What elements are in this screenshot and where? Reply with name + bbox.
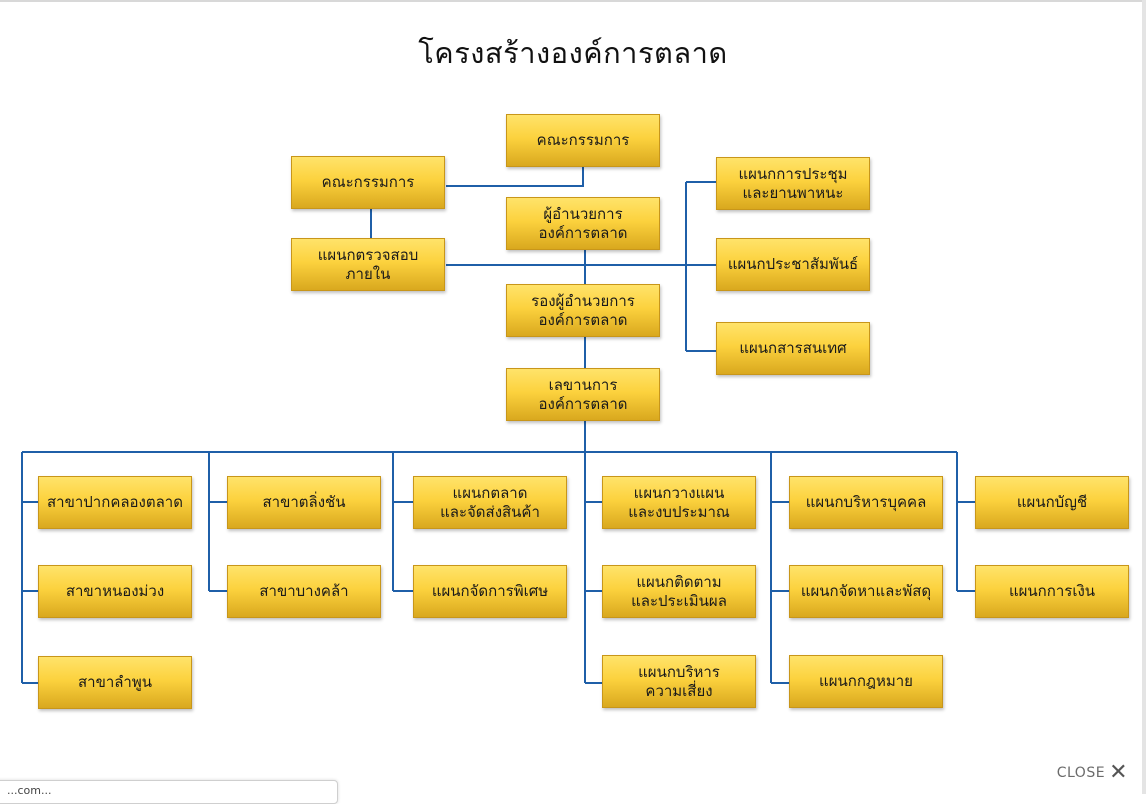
node-procurement[interactable]: แผนกจัดหาและพัสดุ (789, 565, 943, 618)
node-branch-bang-khla[interactable]: สาขาบางคล้า (227, 565, 381, 618)
node-marketing-delivery[interactable]: แผนกตลาด และจัดส่งสินค้า (413, 476, 567, 529)
node-branch-talingchan[interactable]: สาขาตลิ่งชัน (227, 476, 381, 529)
node-branch-pak-khlong[interactable]: สาขาปากคลองตลาด (38, 476, 192, 529)
node-board-left[interactable]: คณะกรรมการ (291, 156, 445, 209)
status-text: ...com... (7, 784, 52, 797)
node-legal[interactable]: แผนกกฎหมาย (789, 655, 943, 708)
node-board-main[interactable]: คณะกรรมการ (506, 114, 660, 167)
connector-line (446, 166, 584, 187)
node-planning-budget[interactable]: แผนกวางแผน และงบประมาณ (602, 476, 756, 529)
node-special-management[interactable]: แผนกจัดการพิเศษ (413, 565, 567, 618)
node-internal-audit[interactable]: แผนกตรวจสอบ ภายใน (291, 238, 445, 291)
node-meeting-vehicle[interactable]: แผนกการประชุม และยานพาหนะ (716, 157, 870, 210)
page-title: โครงสร้างองค์การตลาด (418, 36, 728, 70)
node-information[interactable]: แผนกสารสนเทศ (716, 322, 870, 375)
status-bar: ...com... (0, 780, 338, 804)
node-risk-management[interactable]: แผนกบริหาร ความเสี่ยง (602, 655, 756, 708)
node-branch-nong-muang[interactable]: สาขาหนองม่วง (38, 565, 192, 618)
close-button[interactable]: CLOSE ✕ (1057, 762, 1128, 784)
node-finance[interactable]: แผนกการเงิน (975, 565, 1129, 618)
node-branch-lamphun[interactable]: สาขาลำพูน (38, 656, 192, 709)
node-deputy-director[interactable]: รองผู้อำนวยการ องค์การตลาด (506, 284, 660, 337)
node-director[interactable]: ผู้อำนวยการ องค์การตลาด (506, 197, 660, 250)
close-label: CLOSE (1056, 765, 1106, 781)
close-icon: ✕ (1109, 760, 1128, 785)
node-secretary[interactable]: เลขานการ องค์การตลาด (506, 368, 660, 421)
top-border (0, 0, 1146, 2)
node-monitoring-evaluation[interactable]: แผนกติดตาม และประเมินผล (602, 565, 756, 618)
node-public-relations[interactable]: แผนกประชาสัมพันธ์ (716, 238, 870, 291)
node-human-resources[interactable]: แผนกบริหารบุคคล (789, 476, 943, 529)
scrollbar-track[interactable] (1142, 0, 1146, 794)
node-accounting[interactable]: แผนกบัญชี (975, 476, 1129, 529)
